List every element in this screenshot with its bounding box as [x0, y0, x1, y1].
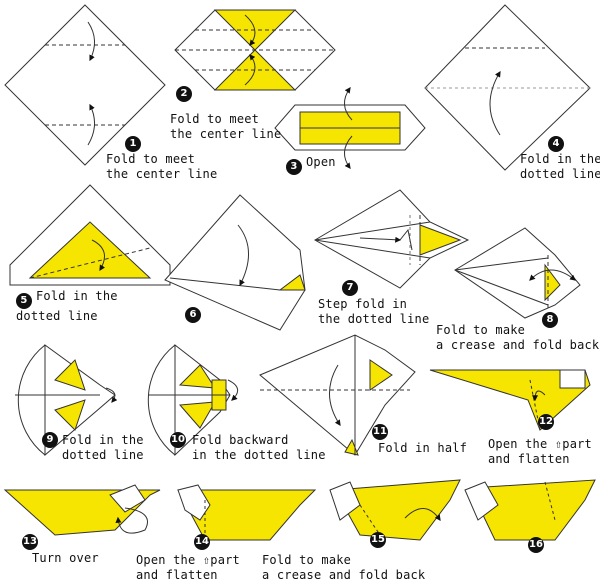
step-2-figure: [174, 9, 336, 91]
step-10-number: 10: [170, 432, 186, 448]
step-14-text-after: part and flatten: [136, 553, 240, 582]
step-2-label: Fold to meet the center line: [170, 112, 282, 141]
step-11-number: 11: [372, 424, 388, 440]
step-2-number: 2: [176, 86, 192, 102]
step-1-label: Fold to meet the center line: [106, 152, 218, 181]
step-5-figure: [9, 184, 171, 286]
step-12-label: Open the ⇧part and flatten: [488, 437, 592, 467]
step-11-figure: [259, 334, 416, 456]
step-16-number: 16: [528, 537, 544, 553]
step-4-figure: [424, 4, 591, 171]
step-15-number: 15: [370, 532, 386, 548]
step-14-text-before: Open the: [136, 553, 196, 567]
step-15-figure: [329, 479, 461, 541]
step-13-figure: [3, 484, 161, 536]
step-7-figure: [313, 189, 470, 289]
step-12-text-before: Open the: [488, 437, 548, 451]
step-14-figure: [177, 484, 317, 541]
step-3-text: Open: [306, 155, 336, 169]
step-7-label: Step fold in the dotted line: [318, 297, 430, 326]
step-12-text-after: part and flatten: [488, 437, 592, 466]
step-13-label: Turn over: [32, 551, 99, 565]
step-12-number: 12: [538, 414, 554, 430]
step-9-label: Fold in the dotted line: [62, 433, 144, 462]
step-15-label: Fold to make a crease and fold back: [262, 553, 426, 582]
step-6-figure: [164, 194, 306, 331]
step-1-number: 1: [125, 136, 141, 152]
step-3-figure: [274, 87, 426, 169]
step-14-number: 14: [194, 534, 210, 550]
step-12-figure: [429, 369, 591, 431]
step-8-figure: [454, 227, 581, 319]
step-1-figure: [4, 4, 166, 166]
up-arrow-outline-icon: ⇧: [554, 437, 563, 451]
step-14-label: Open the ⇧part and flatten: [136, 553, 240, 583]
step-10-label: Fold backward in the dotted line: [192, 433, 326, 462]
step-11-label: Fold in half: [378, 441, 468, 455]
step-8-label: Fold to make a crease and fold back: [436, 323, 600, 352]
step-6-number: 6: [185, 307, 201, 323]
step-3-number: 3: [286, 159, 302, 175]
step-5-number: 5: [16, 293, 32, 309]
up-arrow-outline-icon: ⇧: [202, 553, 211, 567]
step-16-figure: [464, 479, 596, 541]
step-4-label: Fold in the dotted line: [520, 152, 600, 181]
step-8-number: 8: [542, 312, 558, 328]
step-13-number: 13: [22, 534, 38, 550]
step-10-figure: [147, 343, 239, 457]
step-7-number: 7: [342, 280, 358, 296]
step-9-figure: [15, 344, 118, 457]
step-5-text: Fold in the dotted line: [16, 289, 118, 323]
step-9-number: 9: [42, 432, 58, 448]
step-3-label: 3 Open: [286, 155, 336, 175]
step-4-number: 4: [548, 136, 564, 152]
